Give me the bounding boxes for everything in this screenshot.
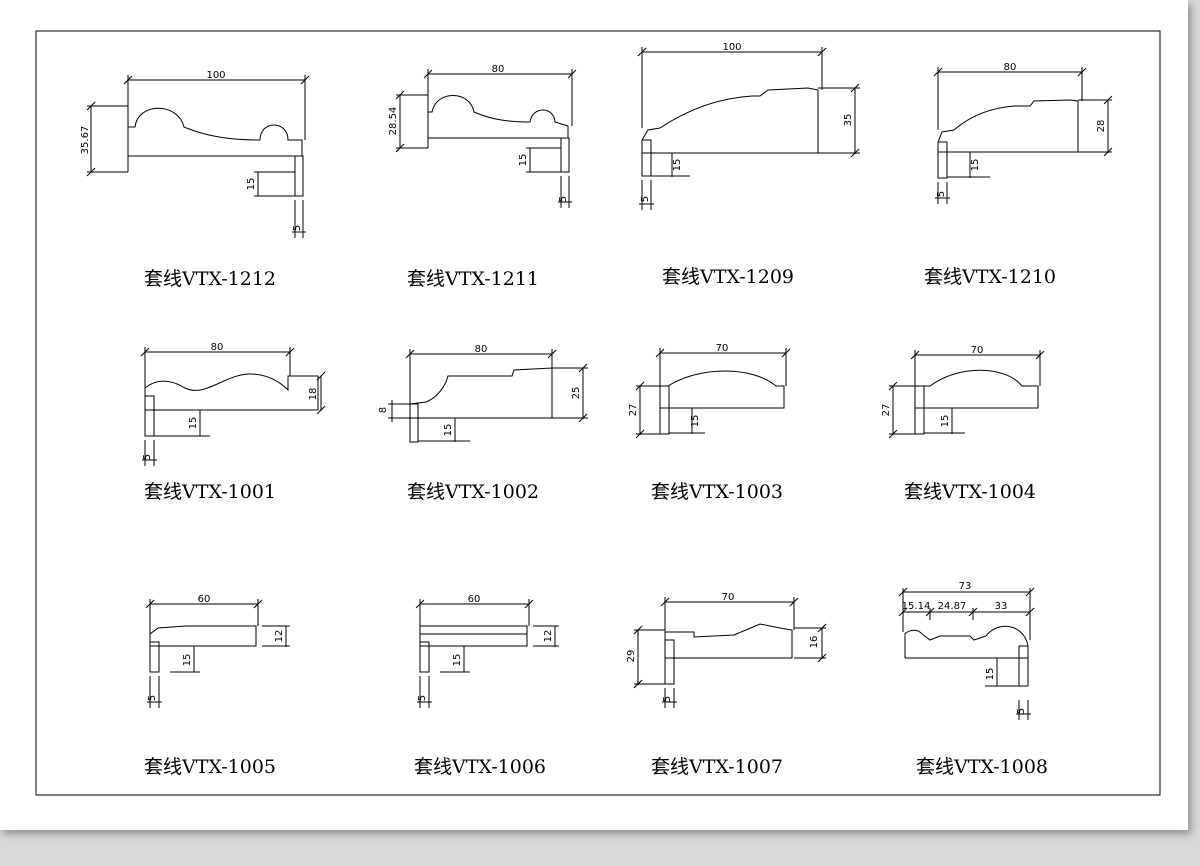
dim-strip-1001: 5 (142, 454, 153, 460)
profile-1001: 80 18 15 5 (140, 342, 326, 466)
dim-strip-1006: 5 (417, 695, 428, 701)
dim-total-1007: 29 (626, 650, 637, 663)
dim-width-1209: 100 (722, 42, 741, 53)
caption-1002: 套线VTX-1002 (407, 481, 539, 503)
caption-1209: 套线VTX-1209 (662, 266, 794, 288)
dim-gap-1004: 15 (940, 415, 951, 428)
dim-seg2-1008: 24.87 (938, 601, 967, 612)
dim-width-1005: 60 (198, 594, 211, 605)
caption-1007: 套线VTX-1007 (651, 756, 783, 778)
dim-height-1005: 12 (274, 630, 285, 643)
caption-1006: 套线VTX-1006 (414, 756, 546, 778)
dim-gap-1210: 15 (970, 159, 981, 172)
caption-1003: 套线VTX-1003 (651, 481, 783, 503)
dim-strip-1210: 5 (936, 191, 947, 197)
dim-seg3-1008: 33 (995, 601, 1008, 612)
moulding-drawing: 100 35.67 15 5 套线VTX-1212 80 28.54 (35, 30, 1161, 796)
dim-width-1210: 80 (1004, 62, 1017, 73)
dim-height-1004: 27 (881, 404, 892, 417)
profile-1007: 70 16 29 5 (626, 592, 827, 708)
dim-width-1008: 73 (959, 581, 972, 592)
dim-width-1002: 80 (475, 344, 488, 355)
dim-width-1004: 70 (971, 345, 984, 356)
caption-1005: 套线VTX-1005 (144, 756, 276, 778)
dim-gap-1209: 15 (672, 159, 683, 172)
dim-height-1212: 35.67 (80, 126, 91, 155)
dim-height-1006: 12 (543, 630, 554, 643)
dim-height-1001: 18 (308, 388, 319, 401)
profile-1212: 100 35.67 15 5 (80, 70, 310, 238)
caption-1001: 套线VTX-1001 (144, 481, 276, 503)
dim-strip-1008: 5 (1016, 708, 1027, 714)
dim-width-1007: 70 (722, 592, 735, 603)
dim-height-1209: 35 (843, 114, 854, 127)
dim-width-1001: 80 (211, 342, 224, 353)
profile-1002: 80 25 8 15 (378, 344, 588, 443)
dim-strip-1211: 5 (558, 196, 569, 202)
dim-gap-1211: 15 (518, 154, 529, 167)
profile-1003: 70 27 15 (628, 343, 791, 439)
caption-1211: 套线VTX-1211 (407, 268, 539, 290)
dim-gap-1001: 15 (188, 417, 199, 430)
dim-seg1-1008: 15.14 (902, 601, 931, 612)
caption-1004: 套线VTX-1004 (904, 481, 1036, 503)
dim-gap-1003: 15 (690, 415, 701, 428)
dim-strip-1005: 5 (147, 695, 158, 701)
dim-width-1212: 100 (206, 70, 225, 81)
profile-1209: 100 35 15 5 (637, 42, 860, 210)
profile-1008: 73 15.14 24.87 33 15 5 (898, 581, 1035, 720)
dim-height-1210: 28 (1096, 120, 1107, 133)
profile-1004: 70 27 15 (881, 345, 1045, 439)
dim-strip-1002: 8 (378, 407, 389, 413)
dim-strip-1209: 5 (640, 196, 651, 202)
profile-1005: 60 12 15 5 (145, 594, 290, 708)
dim-width-1006: 60 (468, 594, 481, 605)
dim-gap-1006: 15 (452, 654, 463, 667)
dim-gap-1212: 15 (246, 178, 257, 191)
drawing-frame (35, 30, 1161, 796)
dim-gap-1005: 15 (182, 654, 193, 667)
dim-height-1211: 28.54 (388, 107, 399, 136)
drawing-sheet: 100 35.67 15 5 套线VTX-1212 80 28.54 (0, 0, 1188, 830)
dim-height-1007: 16 (809, 636, 820, 649)
caption-1212: 套线VTX-1212 (144, 268, 276, 290)
dim-gap-1002: 15 (443, 424, 454, 437)
caption-1210: 套线VTX-1210 (924, 266, 1056, 288)
dim-height-1003: 27 (628, 404, 639, 417)
dim-width-1211: 80 (492, 64, 505, 75)
dim-width-1003: 70 (716, 343, 729, 354)
dim-height-1002: 25 (571, 387, 582, 400)
dim-strip-1212: 5 (292, 225, 303, 231)
dim-strip-1007: 5 (662, 696, 673, 702)
profile-1006: 60 12 15 5 (415, 594, 559, 708)
profile-1210: 80 28 15 5 (933, 62, 1113, 204)
profile-1211: 80 28.54 15 5 (388, 64, 577, 208)
caption-1008: 套线VTX-1008 (916, 756, 1048, 778)
dim-gap-1008: 15 (985, 668, 996, 681)
